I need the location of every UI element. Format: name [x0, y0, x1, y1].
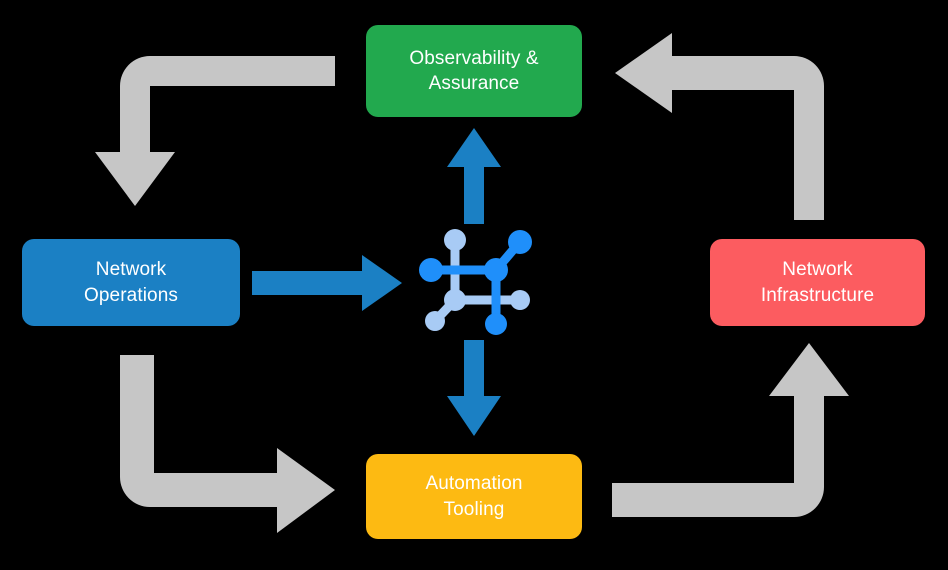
network-topology-icon [419, 229, 532, 335]
icon-node-bottom [485, 313, 507, 335]
node-label-automation-tooling: Automation Tooling [425, 473, 523, 520]
cycle-arrow-automation-to-infrastructure [612, 343, 849, 517]
node-box-network-operations[interactable]: Network Operations [22, 239, 240, 326]
node-label-network-operations: Network Operations [84, 259, 178, 306]
cycle-arrow-observability-to-operations [95, 56, 335, 206]
node-box-observability-assurance[interactable]: Observability & Assurance [366, 25, 582, 117]
icon-node-top-right [508, 230, 532, 254]
flow-arrow-center-to-automation [447, 340, 501, 436]
flow-arrow-center-to-observability [447, 128, 501, 224]
flow-arrow-operations-to-center [252, 255, 402, 311]
icon-node-top-left [444, 229, 466, 251]
cycle-arrow-infrastructure-to-observability [615, 33, 824, 220]
cycle-arrow-operations-to-automation [120, 355, 335, 533]
icon-node-bottom-left [425, 311, 445, 331]
icon-node-hub [484, 258, 508, 282]
icon-node-left [419, 258, 443, 282]
icon-node-mid-left [444, 289, 466, 311]
node-box-automation-tooling[interactable]: Automation Tooling [366, 454, 582, 539]
node-label-network-infrastructure: Network Infrastructure [760, 259, 875, 306]
icon-node-mid-right [510, 290, 530, 310]
node-label-observability-assurance: Observability & Assurance [409, 47, 539, 94]
node-box-network-infrastructure[interactable]: Network Infrastructure [710, 239, 925, 326]
